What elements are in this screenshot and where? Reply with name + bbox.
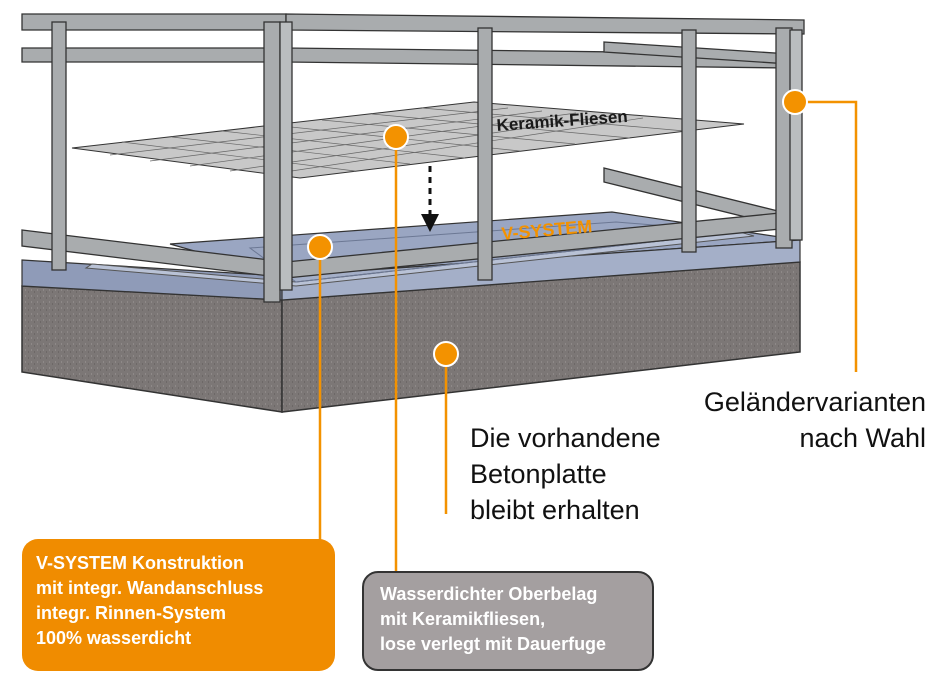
concrete-callout-label: Die vorhandene Betonplatte bleibt erhalt…	[470, 420, 661, 528]
vsystem-line-2: mit integr. Wandanschluss	[36, 578, 264, 598]
leader-lines	[318, 100, 858, 572]
railing-callout-line-1: Geländervarianten	[703, 387, 926, 417]
dot-railing	[782, 89, 808, 115]
surface-info-box: Wasserdichter Oberbelag mit Keramikflies…	[362, 571, 654, 671]
placement-arrow	[421, 166, 439, 232]
dot-tiles	[383, 124, 409, 150]
surface-line-1: Wasserdichter Oberbelag	[380, 584, 598, 604]
vsystem-info-box: V-SYSTEM Konstruktion mit integr. Wandan…	[22, 539, 335, 671]
vsystem-line-1: V-SYSTEM Konstruktion	[36, 553, 245, 573]
concrete-callout-line-2: Betonplatte	[470, 459, 607, 489]
vsystem-line-4: 100% wasserdicht	[36, 628, 192, 648]
dot-membrane	[307, 234, 333, 260]
concrete-slab	[21, 261, 801, 413]
surface-line-2: mit Keramikfliesen,	[380, 609, 546, 629]
callout-dots	[307, 89, 808, 367]
surface-line-3: lose verlegt mit Dauerfuge	[380, 634, 607, 654]
concrete-callout-line-3: bleibt erhalten	[470, 495, 640, 525]
concrete-callout-line-1: Die vorhandene	[470, 423, 661, 453]
railing	[21, 13, 805, 303]
railing-callout-line-2: nach Wahl	[799, 423, 926, 453]
dot-concrete	[433, 341, 459, 367]
railing-callout-label: Geländervarianten nach Wahl	[640, 384, 926, 456]
vsystem-line-3: integr. Rinnen-System	[36, 603, 227, 623]
